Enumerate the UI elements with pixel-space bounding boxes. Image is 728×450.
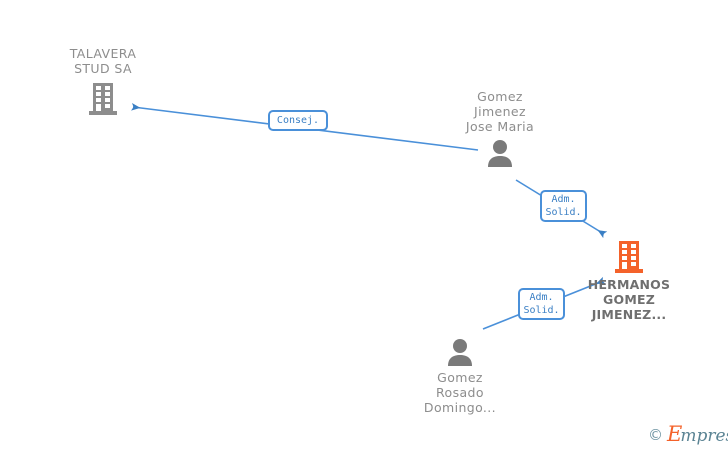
building-icon[interactable]: [614, 240, 644, 274]
edge-label-consej[interactable]: Consej.: [268, 110, 328, 131]
copyright-icon: ©: [648, 425, 663, 444]
watermark: © Empresia: [648, 424, 728, 445]
edge-label-adm-solid-bottom[interactable]: Adm. Solid.: [518, 288, 565, 320]
company-label-talavera: TALAVERA STUD SA: [69, 46, 137, 76]
edge-label-adm-solid-top[interactable]: Adm. Solid.: [540, 190, 587, 222]
node-person-gomez-jimenez-jose-maria[interactable]: Gomez Jimenez Jose Maria: [455, 89, 545, 167]
node-person-gomez-rosado-domingo[interactable]: Gomez Rosado Domingo...: [415, 338, 505, 415]
person-icon[interactable]: [445, 338, 475, 366]
person-icon[interactable]: [485, 139, 515, 167]
person-label-gomez-rosado-domingo: Gomez Rosado Domingo...: [423, 370, 497, 415]
node-company-talavera[interactable]: TALAVERA STUD SA: [58, 46, 148, 116]
person-label-gomez-jimenez-jose-maria: Gomez Jimenez Jose Maria: [465, 89, 535, 134]
node-company-hermanos-gomez-jimenez[interactable]: HERMANOS GOMEZ JIMENEZ...: [584, 240, 674, 322]
company-label-hermanos-gomez-jimenez: HERMANOS GOMEZ JIMENEZ...: [587, 277, 671, 322]
building-icon[interactable]: [88, 82, 118, 116]
brand-name: mpresia: [680, 426, 728, 446]
brand-initial: E: [667, 422, 683, 446]
